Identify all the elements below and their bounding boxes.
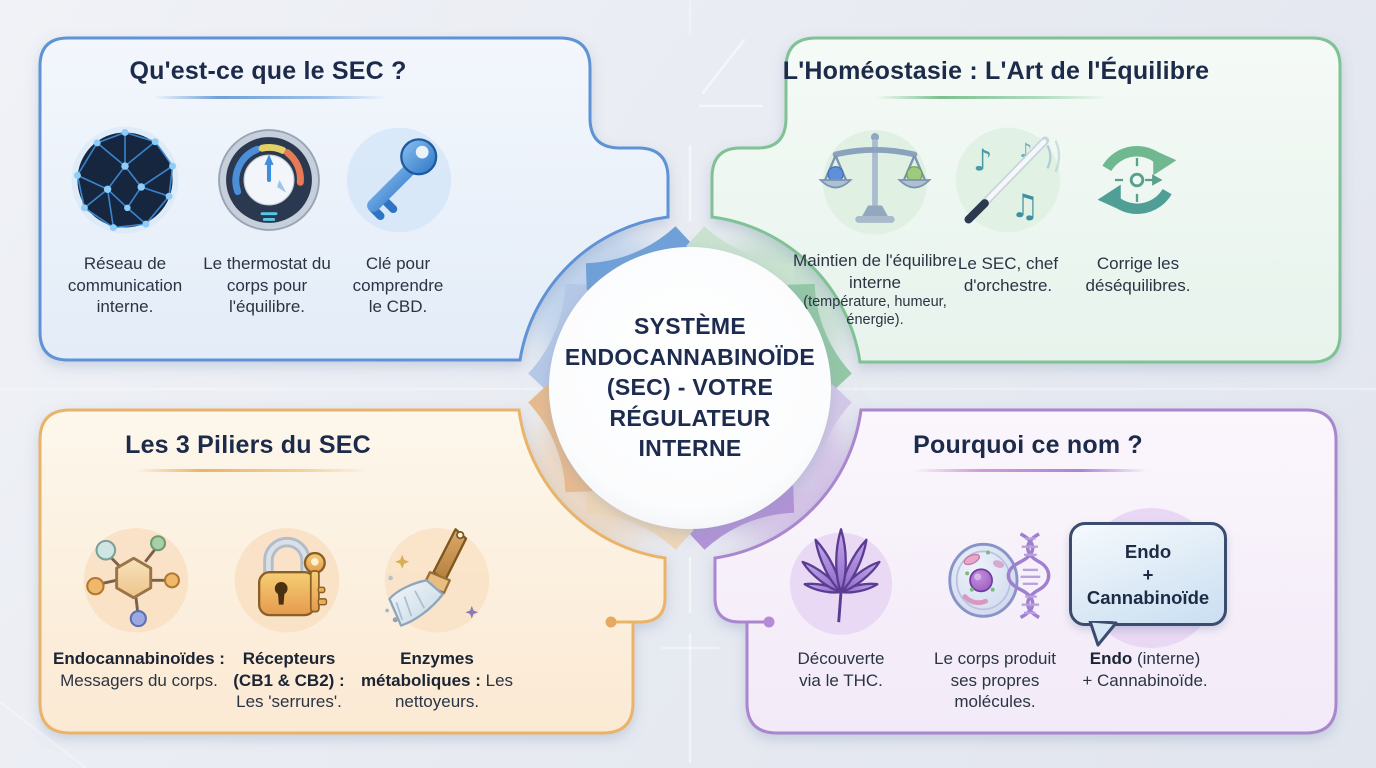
caption-network: Réseau de communication interne. [67,254,183,316]
center-circle [549,247,831,529]
title-underline-blue [154,96,386,99]
orange-connector-dot [605,616,617,628]
caption-endocannabinoids: Endocannabinoïdes : Messagers du corps. [53,649,225,690]
caption-baton: Le SEC, chef d'orchestre. [957,254,1059,295]
panel-title-three-pillars: Les 3 Piliers du SEC [125,431,371,459]
speech-bubble-tail [1088,621,1118,647]
panel-title-homeostasis: L'Homéostasie : L'Art de l'Équilibre [782,57,1210,85]
panel-title-why-this-name: Pourquoi ce nom ? [913,431,1143,459]
molecule-icon [78,520,194,636]
cell-dna-icon [937,520,1053,636]
center-title-line: ENDOCANNABINOÏDE [564,343,816,370]
conductor-baton-icon: ♪ ♪ ♫ [950,122,1066,238]
title-underline-green [876,96,1108,99]
network-icon [67,122,183,238]
bubble-line-1: Endo [1124,540,1172,562]
caption-cycle: Corrige les déséquilibres. [1085,254,1191,295]
caption-key: Clé pour comprendre le CBD. [352,254,444,316]
purple-connector-dot [763,616,775,628]
balance-scale-icon [817,122,933,238]
title-underline-orange [136,469,368,472]
center-title-line: (SEC) - VOTRE [606,374,774,401]
panel-title-what-is-sec: Qu'est-ce que le SEC ? [129,57,407,85]
connector-dots [605,616,775,628]
caption-endo-cannabinoid: Endo (interne)+ Cannabinoïde. [1082,649,1208,690]
bubble-line-2: + [1142,563,1154,585]
caption-balance: Maintien de l'équilibre interne(températ… [793,251,957,328]
center-title-line: INTERNE [638,435,742,462]
speech-bubble-icon: Endo + Cannabinoïde [1069,522,1227,626]
caption-receptors: Récepteurs (CB1 & CB2) : Les 'serrures'. [233,649,345,711]
thermostat-icon [211,122,327,238]
svg-text:♫: ♫ [1010,187,1039,225]
caption-thermostat: Le thermostat du corps pour l'équilibre. [203,254,331,316]
center-title-line: RÉGULATEUR [609,404,771,431]
lock-key-icon [229,520,345,636]
caption-body-produces: Le corps produit ses propres molécules. [934,649,1056,711]
svg-text:♪: ♪ [973,144,992,179]
title-underline-purple [914,469,1146,472]
cycle-arrows-icon [1079,122,1195,238]
bubble-line-3: Cannabinoïde [1086,586,1210,608]
cannabis-leaf-icon [783,520,899,636]
caption-discovery: Découverte via le THC. [797,649,885,690]
caption-enzymes: Enzymes métaboliques : Les nettoyeurs. [360,649,514,711]
broom-icon [379,520,495,636]
center-title-line: SYSTÈME [633,313,746,339]
center-title: SYSTÈME ENDOCANNABINOÏDE (SEC) - VOTRE R… [530,311,850,464]
key-icon [341,122,457,238]
